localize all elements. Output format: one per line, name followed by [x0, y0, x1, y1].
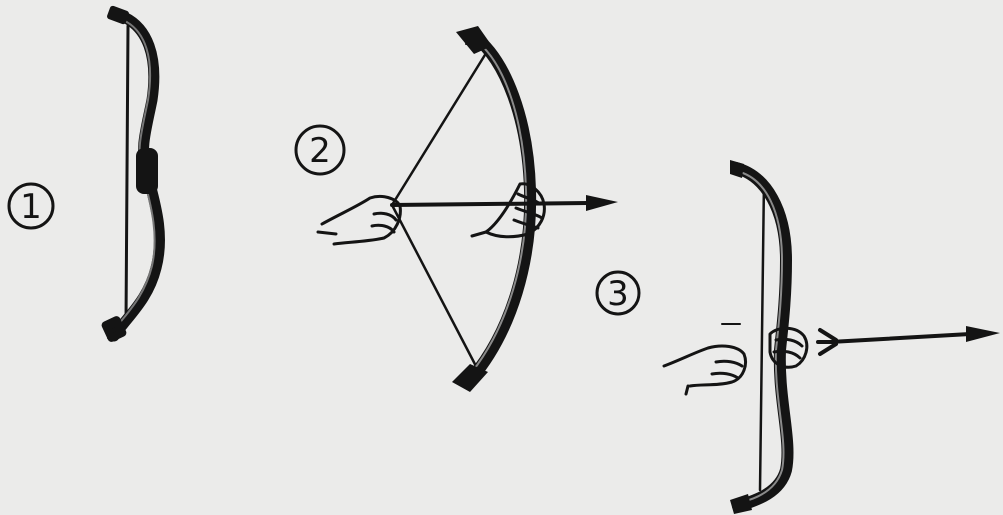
bowstring-1 [126, 26, 128, 322]
grip-1 [136, 148, 158, 194]
stage-2: 2 [296, 26, 618, 392]
stage-3: 3 [597, 160, 1000, 514]
arrow-shaft-3 [830, 334, 970, 342]
stage-2-label: 2 [296, 126, 344, 174]
arrowhead-2 [586, 195, 618, 211]
bow-limb-2 [472, 36, 530, 378]
stage-3-label: 3 [597, 272, 639, 314]
bowstring-3 [760, 180, 764, 490]
bow-1 [100, 5, 159, 343]
arrow-3 [818, 326, 1000, 354]
bow-2 [318, 26, 618, 392]
stage-1: 1 [9, 5, 160, 343]
draw-hand-2 [318, 196, 400, 244]
stage-2-number: 2 [309, 131, 331, 171]
arrow-shaft-2 [392, 203, 588, 205]
release-hand-3 [664, 324, 746, 394]
stage-1-label: 1 [9, 184, 53, 228]
bow-tip-3-top [730, 160, 744, 178]
stage-3-number: 3 [607, 274, 629, 314]
bowstring-2 [392, 50, 488, 370]
stage-1-number: 1 [20, 187, 42, 227]
arrowhead-3 [966, 326, 1000, 342]
bow-3 [664, 160, 1000, 514]
bow-tip-3-bottom [730, 494, 752, 514]
